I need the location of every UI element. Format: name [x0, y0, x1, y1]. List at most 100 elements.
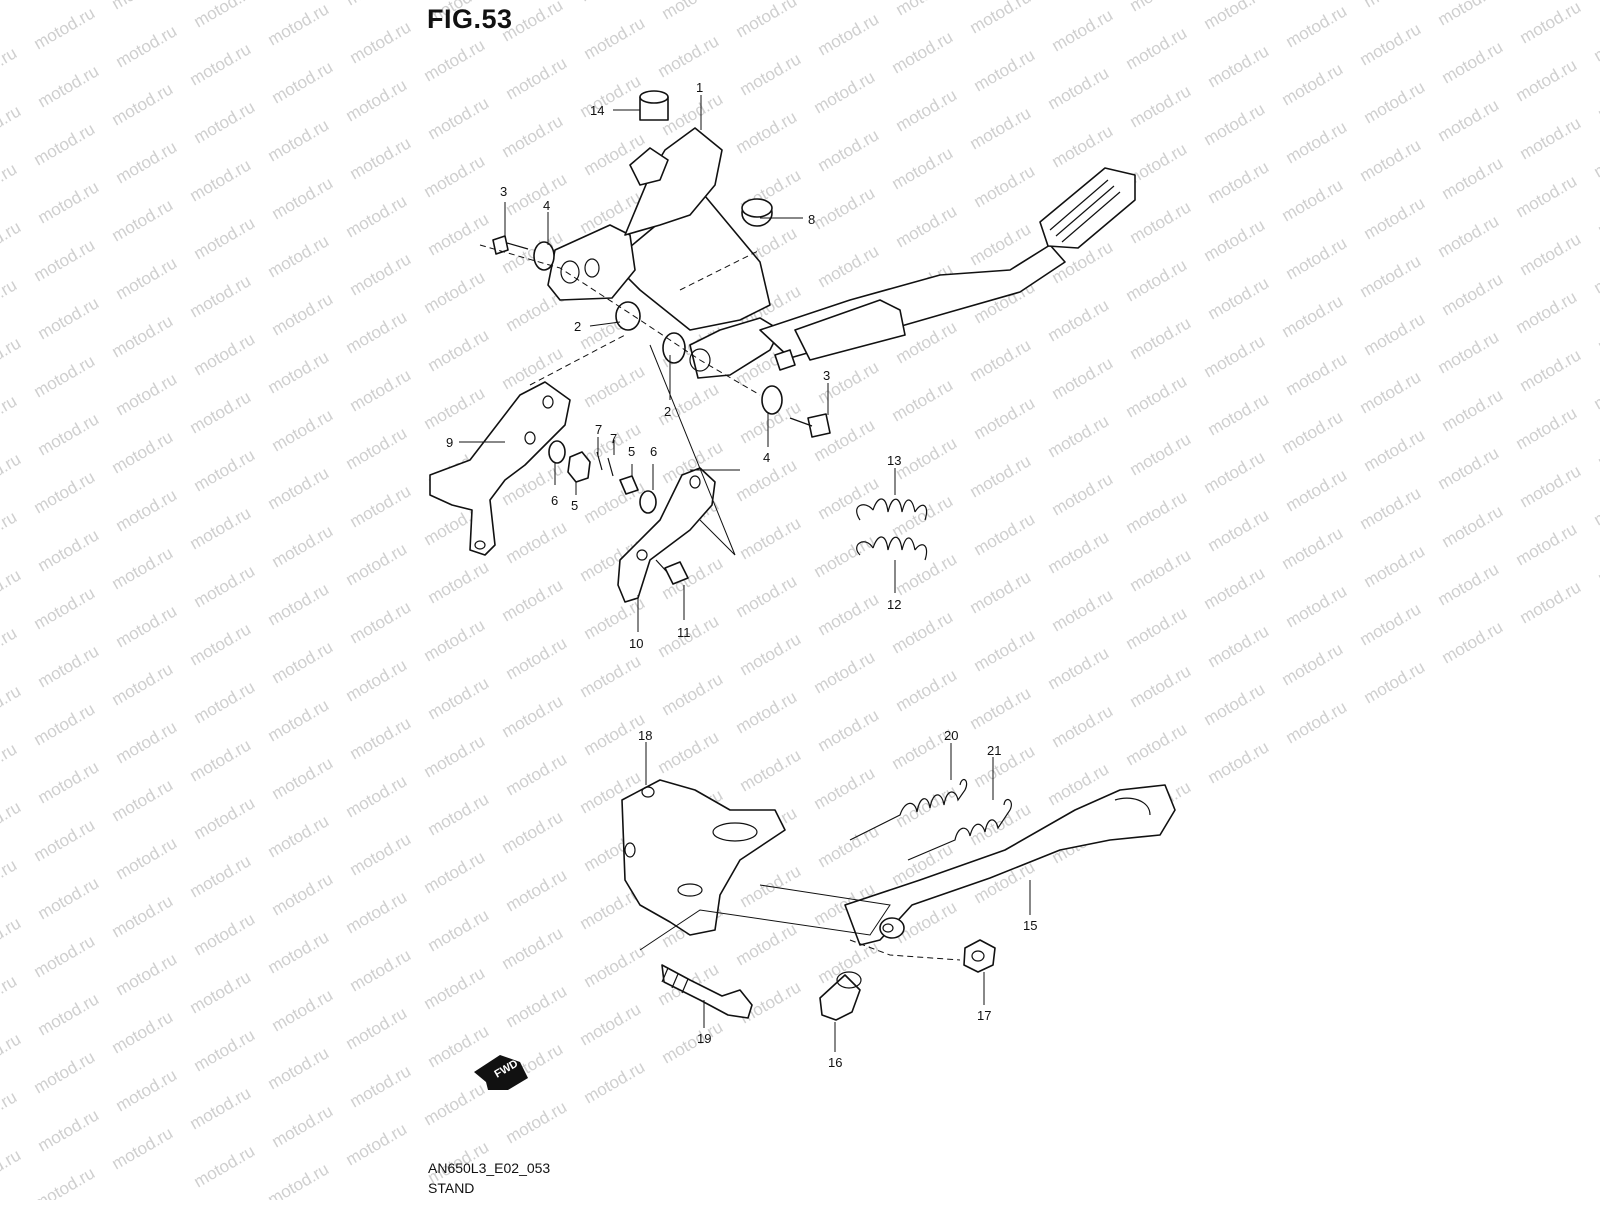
watermark-text: motod.ru — [113, 485, 181, 535]
watermark-text: motod.ru — [0, 159, 20, 209]
callout-15: 15 — [1023, 918, 1037, 933]
watermark-text: motod.ru — [31, 3, 99, 53]
watermark-text: motod.ru — [1435, 95, 1503, 145]
watermark-text: motod.ru — [503, 517, 571, 567]
watermark-text: motod.ru — [113, 833, 181, 883]
callout-5: 5 — [628, 444, 635, 459]
watermark-text: motod.ru — [269, 405, 337, 455]
watermark-text: motod.ru — [265, 115, 333, 165]
watermark-text: motod.ru — [1127, 661, 1195, 711]
callout-10: 10 — [629, 636, 643, 651]
watermark-text: motod.ru — [31, 235, 99, 285]
watermark-text: motod.ru — [503, 169, 571, 219]
watermark-text: motod.ru — [109, 0, 177, 13]
watermark-text: motod.ru — [0, 797, 24, 847]
watermark-text: motod.ru — [1045, 411, 1113, 461]
watermark-text: motod.ru — [31, 351, 99, 401]
watermark-text: motod.ru — [967, 335, 1035, 385]
watermark-text: motod.ru — [1283, 1, 1351, 51]
callout-6: 6 — [551, 493, 558, 508]
watermark-text: motod.ru — [113, 137, 181, 187]
watermark-text: motod.ru — [1045, 295, 1113, 345]
watermark-text: motod.ru — [109, 311, 177, 361]
callout-3: 3 — [500, 184, 507, 199]
watermark-text: motod.ru — [1049, 701, 1117, 751]
center-stand-assembly — [480, 91, 1135, 437]
watermark-text: motod.ru — [421, 963, 489, 1013]
watermark-text: motod.ru — [109, 195, 177, 245]
watermark-text: motod.ru — [343, 655, 411, 705]
watermark-text: motod.ru — [733, 919, 801, 969]
watermark-text: motod.ru — [343, 423, 411, 473]
watermark-text: motod.ru — [1045, 63, 1113, 113]
watermark-text: motod.ru — [0, 913, 24, 963]
watermark-text: motod.ru — [265, 811, 333, 861]
callout-labels: 1 2 2 3 3 4 4 5 5 6 6 7 7 8 9 10 11 12 1… — [446, 80, 1037, 1070]
watermark-text: motod.ru — [503, 749, 571, 799]
watermark-text: motod.ru — [1439, 153, 1507, 203]
watermark-text: motod.ru — [191, 1025, 259, 1075]
watermark-text: motod.ru — [1283, 233, 1351, 283]
watermark-text: motod.ru — [1439, 385, 1507, 435]
callout-16: 16 — [828, 1055, 842, 1070]
watermark-text: motod.ru — [347, 481, 415, 531]
watermark-text: motod.ru — [1435, 211, 1503, 261]
callout-4: 4 — [763, 450, 770, 465]
watermark-text: motod.ru — [0, 333, 24, 383]
watermark-text: motod.ru — [269, 173, 337, 223]
watermark-text: motod.ru — [967, 103, 1035, 153]
watermark-text: motod.ru — [1591, 363, 1600, 413]
callout-9: 9 — [446, 435, 453, 450]
watermark-text: motod.ru — [187, 735, 255, 785]
watermark-text: motod.ru — [347, 829, 415, 879]
watermark-text: motod.ru — [35, 61, 103, 111]
watermark-text: motod.ru — [191, 445, 259, 495]
watermark-text: motod.ru — [815, 9, 883, 59]
watermark-text: motod.ru — [0, 275, 20, 325]
watermark-text: motod.ru — [187, 387, 255, 437]
watermark-text: motod.ru — [425, 209, 493, 259]
watermark-text: motod.ru — [1201, 679, 1269, 729]
callout-7: 7 — [595, 422, 602, 437]
watermark-text: motod.ru — [347, 365, 415, 415]
watermark-text: motod.ru — [191, 561, 259, 611]
watermark-text: motod.ru — [265, 695, 333, 745]
watermark-text: motod.ru — [1205, 273, 1273, 323]
watermark-text: motod.ru — [113, 21, 181, 71]
watermark-text: motod.ru — [265, 347, 333, 397]
watermark-text: motod.ru — [1049, 353, 1117, 403]
watermark-text: motod.ru — [1045, 643, 1113, 693]
watermark-text: motod.ru — [113, 601, 181, 651]
watermark-text: motod.ru — [499, 691, 567, 741]
watermark-text: motod.ru — [655, 31, 723, 81]
watermark-text: motod.ru — [893, 665, 961, 715]
watermark-text: motod.ru — [815, 125, 883, 175]
callout-13: 13 — [887, 453, 901, 468]
watermark-text: motod.ru — [269, 289, 337, 339]
watermark-text: motod.ru — [499, 111, 567, 161]
watermark-text: motod.ru — [1123, 23, 1191, 73]
watermark-text: motod.ru — [1439, 501, 1507, 551]
watermark-text: motod.ru — [109, 775, 177, 825]
watermark-text: motod.ru — [1127, 313, 1195, 363]
watermark-text: motod.ru — [0, 1087, 20, 1137]
watermark-text: motod.ru — [269, 753, 337, 803]
watermark-text: motod.ru — [343, 1003, 411, 1053]
watermark-text: motod.ru — [187, 967, 255, 1017]
watermark-text: motod.ru — [0, 855, 20, 905]
watermark-text: motod.ru — [1049, 469, 1117, 519]
watermark-text: motod.ru — [1127, 545, 1195, 595]
watermark-text: motod.ru — [31, 815, 99, 865]
watermark-text: motod.ru — [1123, 371, 1191, 421]
watermark-text: motod.ru — [265, 231, 333, 281]
watermark-text: motod.ru — [893, 85, 961, 135]
watermark-text: motod.ru — [421, 847, 489, 897]
watermark-text: motod.ru — [659, 0, 727, 23]
watermark-text: motod.ru — [1279, 175, 1347, 225]
watermark-text: motod.ru — [1361, 425, 1429, 475]
watermark-text: motod.ru — [269, 637, 337, 687]
watermark-text: motod.ru — [1361, 0, 1429, 11]
watermark-text: motod.ru — [1279, 291, 1347, 341]
watermark-text: motod.ru — [1513, 287, 1581, 337]
watermark-text: motod.ru — [737, 49, 805, 99]
